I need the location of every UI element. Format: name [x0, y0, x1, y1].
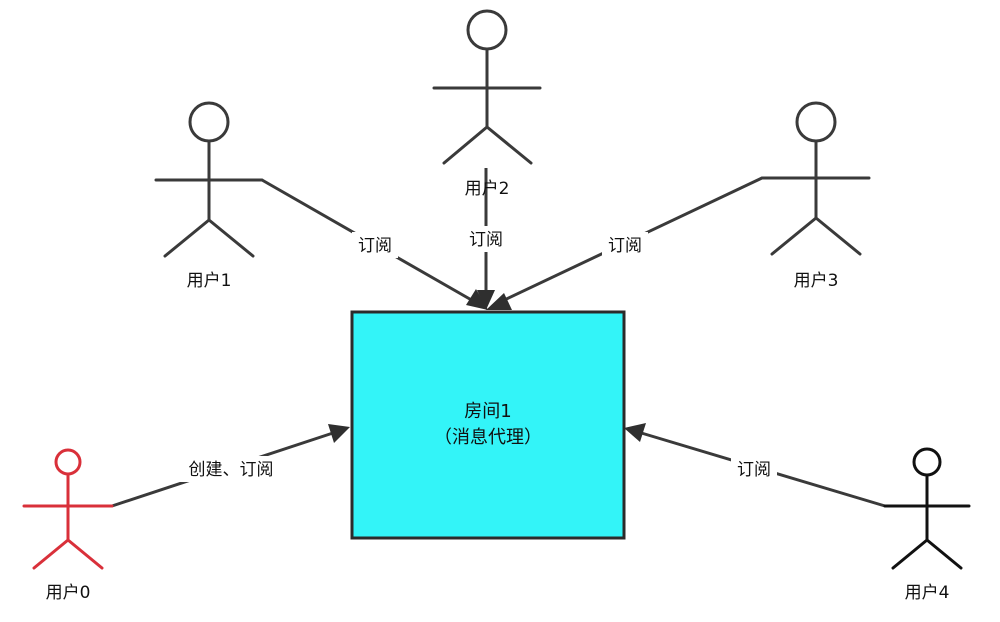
actor-user4: 用户4: [883, 447, 971, 603]
actor-user4-head-icon: [912, 447, 942, 477]
edges: [111, 168, 886, 508]
edge-user3-label-bg: [602, 232, 648, 258]
actor-user0-label: 用户0: [46, 583, 91, 603]
edge-user0-arrowhead: [328, 424, 350, 443]
edge-user2-arrowhead: [477, 290, 495, 310]
edge-user2-label-bg: [463, 226, 509, 252]
edge-user1-label-bg: [352, 232, 398, 258]
actor-user3: 用户3: [760, 101, 871, 291]
edge-user0-label-bg: [176, 456, 286, 482]
edge-user4-label-bg: [731, 456, 777, 482]
actor-user1-label: 用户1: [187, 271, 232, 291]
edge-user0-label: 创建、订阅: [189, 460, 274, 480]
actor-user3-label: 用户3: [794, 271, 839, 291]
actor-user0: 用户0: [22, 448, 114, 603]
actor-user1-head-icon: [188, 101, 230, 143]
room-node: 房间1 （消息代理）: [350, 310, 626, 540]
room-subtitle: （消息代理）: [434, 427, 542, 448]
edge-user1-arrowhead: [466, 289, 488, 310]
actor-user0-head-icon: [54, 448, 82, 476]
edge-user1-label: 订阅: [358, 236, 392, 256]
edge-user3-arrowhead: [486, 293, 512, 310]
actor-user1: 用户1: [154, 101, 264, 291]
edge-user4-label: 订阅: [737, 460, 771, 480]
actor-user4-label: 用户4: [905, 583, 950, 603]
room-title: 房间1: [464, 401, 511, 422]
actors: 用户0 用户1 用户2 用户3: [22, 9, 971, 603]
edge-user2-label: 订阅: [469, 230, 503, 250]
actor-user2-head-icon: [466, 9, 508, 51]
edge-user4-arrowhead: [624, 423, 646, 442]
actor-user2-label: 用户2: [465, 179, 510, 199]
actor-user2: 用户2: [432, 9, 542, 199]
room-box: [350, 310, 626, 540]
actor-user3-head-icon: [795, 101, 837, 143]
edge-user3-label: 订阅: [608, 236, 642, 256]
edge-labels: 创建、订阅 订阅 订阅 订阅 订阅: [176, 226, 777, 482]
